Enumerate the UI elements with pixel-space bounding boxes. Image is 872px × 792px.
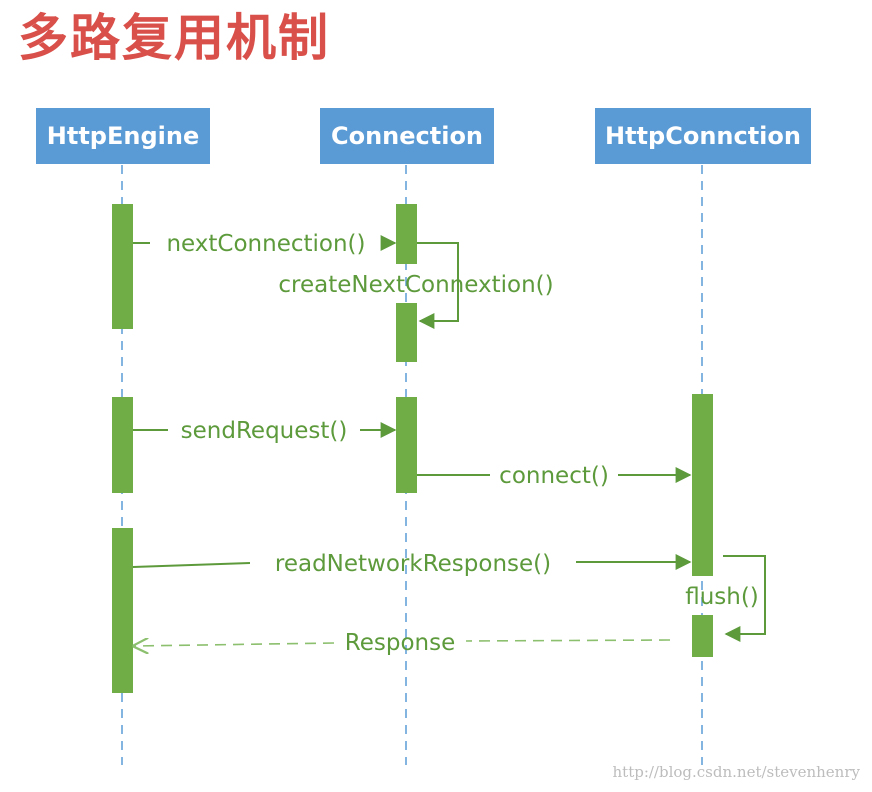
message-send-request: sendRequest() [133,418,397,444]
participant-engine: HttpEngine [36,108,210,164]
participant-httpconnection: HttpConnction [595,108,811,164]
activation-httpconnection-2 [692,615,713,657]
activation-connection-2 [396,303,417,362]
participant-engine-label: HttpEngine [47,122,199,150]
message-create-next-connection: createNextConnextion() [278,242,554,329]
message-send-request-label: sendRequest() [181,418,348,444]
activation-connection-1 [396,204,417,264]
message-next-connection-label: nextConnection() [166,231,365,257]
message-flush: flush() [685,555,766,642]
message-connect-label: connect() [499,463,609,489]
message-read-network-response-label: readNetworkResponse() [275,551,551,577]
participant-connection-label: Connection [331,122,483,150]
activation-engine-2 [112,397,133,493]
message-response: Response [134,630,671,656]
participant-connection: Connection [320,108,494,164]
message-create-next-connection-label: createNextConnextion() [278,272,553,298]
activation-connection-3 [396,397,417,493]
diagram-title: 多路复用机制 [18,9,330,67]
message-flush-label: flush() [685,584,759,610]
participant-httpconnection-label: HttpConnction [605,122,801,150]
message-connect: connect() [417,463,692,489]
watermark-text: http://blog.csdn.net/stevenhenry [613,763,861,781]
activation-engine-1 [112,204,133,329]
activation-httpconnection-1 [692,394,713,576]
message-response-label: Response [345,630,455,656]
activation-engine-3 [112,528,133,693]
message-next-connection: nextConnection() [133,231,397,257]
message-read-network-response: readNetworkResponse() [132,551,692,577]
